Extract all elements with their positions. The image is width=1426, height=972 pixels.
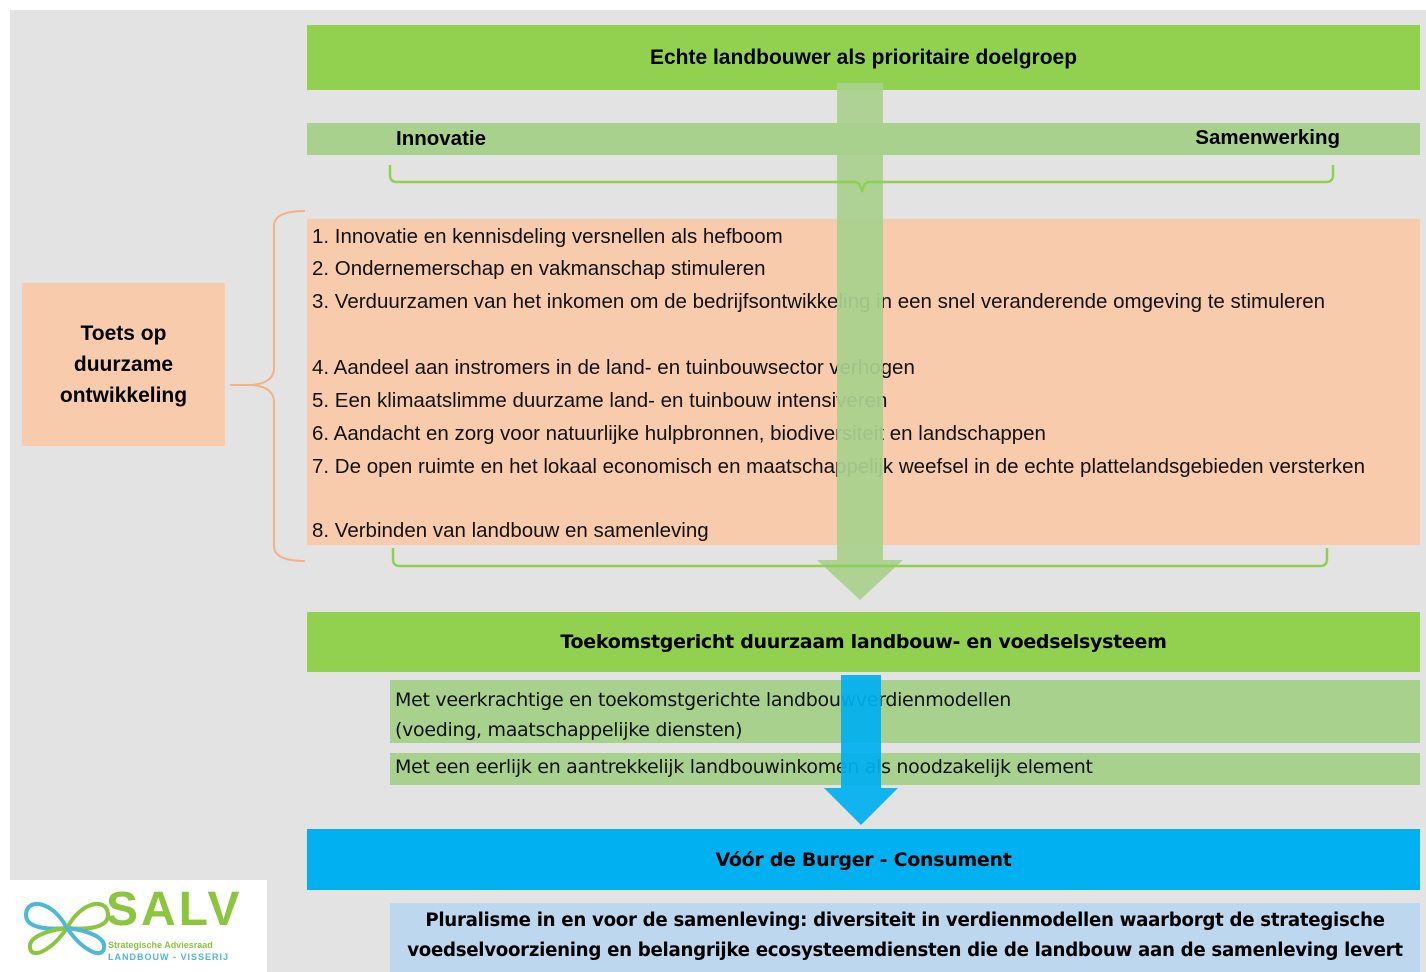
objective-4: 4. Aandeel aan instromers in de land- en… [312, 356, 915, 379]
toets-line-3: ontwikkeling [59, 384, 188, 407]
objective-8: 8. Verbinden van landbouw en samenleving [312, 519, 709, 542]
system-item-1-line-2: (voeding, maatschappelijke diensten) [395, 719, 743, 741]
objective-3: 3. Verduurzamen van het inkomen om de be… [312, 290, 1326, 313]
consumer-title: Vóór de Burger - Consument [715, 848, 1012, 871]
butterfly-icon [24, 902, 110, 956]
pluralism-line-2: voedselvoorziening en belangrijke ecosys… [407, 940, 1403, 961]
toets-line-2: duurzame [73, 353, 174, 376]
header-bar: Echte landbouwer als prioritaire doelgro… [307, 25, 1420, 90]
header-title: Echte landbouwer als prioritaire doelgro… [649, 45, 1078, 69]
system-item-2: Met een eerlijk en aantrekkelijk landbou… [390, 753, 1420, 785]
salv-logo: SALV Strategische Adviesraad LANDBOUW - … [10, 880, 267, 972]
objective-2: 2. Ondernemerschap en vakmanschap stimul… [312, 257, 766, 280]
consumer-bar: Vóór de Burger - Consument [307, 829, 1420, 890]
objective-1: 1. Innovatie en kennisdeling versnellen … [312, 225, 783, 248]
logo-subtitle-2: LANDBOUW - VISSERIJ [108, 952, 230, 962]
objective-5: 5. Een klimaatslimme duurzame land- en t… [312, 389, 888, 412]
pillar-innovatie: Innovatie [396, 127, 486, 150]
toets-line-1: Toets op [80, 322, 167, 345]
logo-subtitle: Strategische Adviesraad [108, 940, 213, 950]
logo-name: SALV [106, 883, 243, 936]
pluralism-line-1: Pluralisme in en voor de samenleving: di… [425, 910, 1385, 931]
system-item-2-text: Met een eerlijk en aantrekkelijk landbou… [395, 756, 1093, 778]
pillar-samenwerking: Samenwerking [1195, 126, 1340, 149]
pluralism-box: Pluralisme in en voor de samenleving: di… [390, 903, 1420, 972]
toets-box: Toets op duurzame ontwikkeling [22, 283, 225, 446]
system-bar: Toekomstgericht duurzaam landbouw- en vo… [307, 612, 1420, 672]
system-title: Toekomstgericht duurzaam landbouw- en vo… [560, 631, 1167, 653]
system-item-1: Met veerkrachtige en toekomstgerichte la… [390, 680, 1420, 743]
